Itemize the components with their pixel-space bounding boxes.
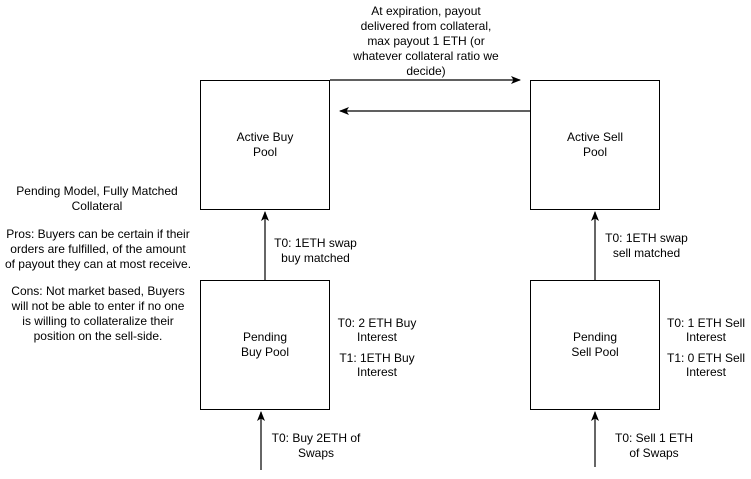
text-line: Cons: Not market based, Buyers xyxy=(11,284,185,298)
buy-interest-t1-label: T1: 1ETH Buy Interest xyxy=(333,351,421,379)
text-line: decide) xyxy=(406,64,446,78)
pending-buy-line-2: Buy Pool xyxy=(240,345,290,359)
text-line: Interest xyxy=(356,365,398,379)
pending-sell-line-2: Sell Pool xyxy=(571,345,619,359)
buy-interest-t0-label: T0: 2 ETH Buy Interest xyxy=(333,316,421,344)
sell-matched-label: T0: 1ETH swap sell matched xyxy=(599,231,694,261)
active-sell-line-1: Active Sell xyxy=(566,130,624,144)
text-line: sell matched xyxy=(612,246,681,260)
text-line: T0: 1ETH swap xyxy=(605,231,688,245)
sell-interest-t0-label: T0: 1 ETH Sell Interest xyxy=(663,316,749,344)
text-line: delivered from collateral, xyxy=(360,19,492,33)
text-line: whatever collateral ratio we xyxy=(353,49,499,63)
text-line: buy matched xyxy=(281,251,350,265)
active-sell-line-2: Pool xyxy=(582,145,608,159)
pros-note: Pros: Buyers can be certain if their ord… xyxy=(0,227,196,272)
pending-buy-line-1: Pending xyxy=(242,330,288,344)
cons-note: Cons: Not market based, Buyers will not … xyxy=(0,284,196,344)
text-line: T0: 1ETH swap xyxy=(274,236,357,250)
text-line: Interest xyxy=(685,365,727,379)
text-line: Interest xyxy=(685,330,727,344)
text-line: At expiration, payout xyxy=(371,4,481,18)
text-line: Collateral xyxy=(71,199,123,213)
text-line: will not be able to enter if no one xyxy=(11,299,185,313)
pending-sell-line-1: Pending xyxy=(572,330,618,344)
text-line: orders are fulfilled, of the amount xyxy=(10,242,186,256)
text-line: T1: 0 ETH Sell xyxy=(666,351,746,365)
sell-swaps-label: T0: Sell 1 ETH of Swaps xyxy=(604,431,704,461)
buy-swaps-label: T0: Buy 2ETH of Swaps xyxy=(266,431,366,461)
text-line: position on the sell-side. xyxy=(33,329,163,343)
active-buy-line-1: Active Buy xyxy=(236,130,294,144)
text-line: T0: Buy 2ETH of xyxy=(271,431,361,445)
sell-interest-t1-label: T1: 0 ETH Sell Interest xyxy=(663,351,749,379)
text-line: Pending Model, Fully Matched xyxy=(16,184,178,198)
text-line: is willing to collateralize their xyxy=(22,314,174,328)
text-line: of Swaps xyxy=(629,446,679,460)
expiration-label: At expiration, payout delivered from col… xyxy=(336,4,516,79)
text-line: of payout they can at most receive. xyxy=(4,257,192,271)
text-line: T0: Sell 1 ETH xyxy=(614,431,694,445)
active-buy-line-2: Pool xyxy=(252,145,277,159)
text-line: Interest xyxy=(356,330,398,344)
text-line: T1: 1ETH Buy xyxy=(339,351,415,365)
text-line: T0: 1 ETH Sell xyxy=(666,316,746,330)
model-title: Pending Model, Fully Matched Collateral xyxy=(2,184,192,214)
text-line: max payout 1 ETH (or xyxy=(367,34,485,48)
text-line: T0: 2 ETH Buy xyxy=(337,316,417,330)
text-line: Pros: Buyers can be certain if their xyxy=(6,227,190,241)
buy-matched-label: T0: 1ETH swap buy matched xyxy=(268,236,363,266)
text-line: Swaps xyxy=(297,446,335,460)
